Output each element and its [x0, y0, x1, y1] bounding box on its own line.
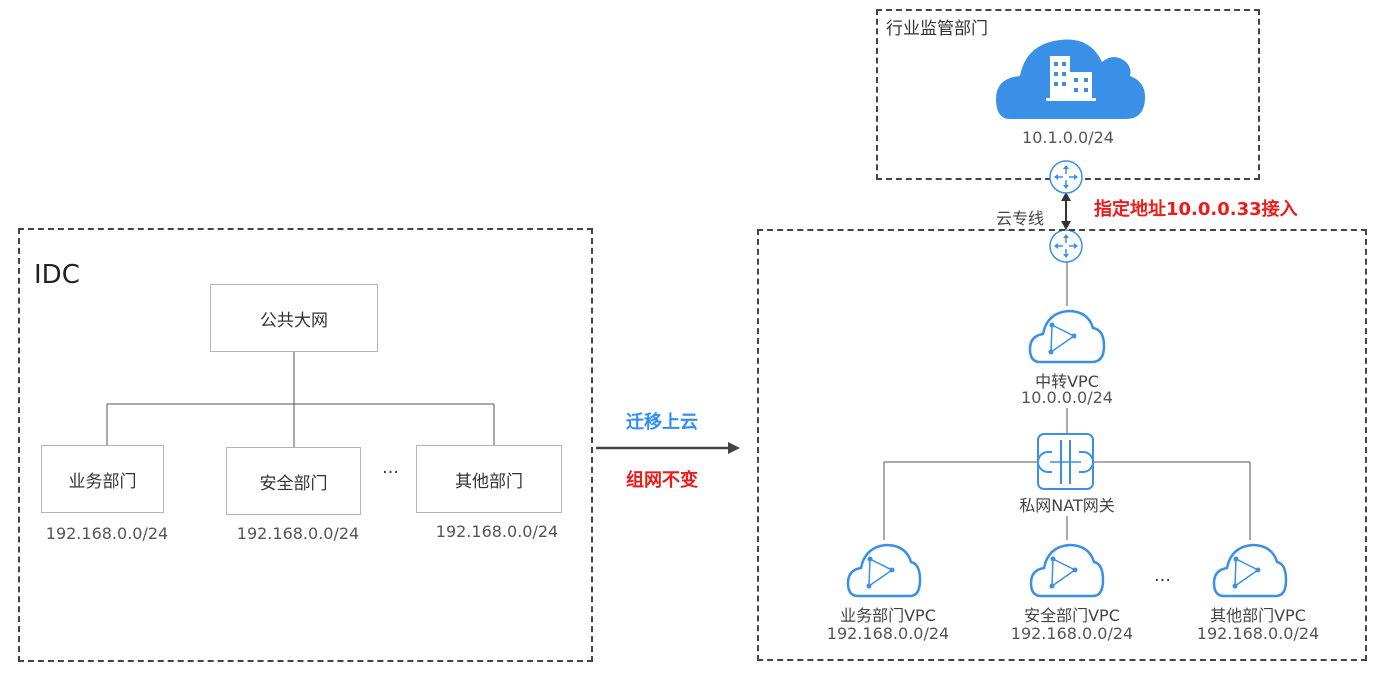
dedicated-line-label: 云专线 — [996, 209, 1045, 228]
idc-dept-node-2: 安全部门 — [226, 447, 361, 515]
dedicated-line-note: 指定地址10.0.0.33接入 — [1094, 199, 1298, 220]
idc-ellipsis: … — [382, 458, 399, 478]
idc-dept-label: 业务部门 — [68, 471, 137, 492]
internet-node-label: 公共大网 — [260, 310, 328, 331]
dept-vpc-cidr: 192.168.0.0/24 — [1010, 624, 1134, 643]
idc-dept-cidr: 192.168.0.0/24 — [435, 522, 559, 541]
idc-dept-cidr: 192.168.0.0/24 — [45, 524, 169, 543]
dept-vpc-cidr: 192.168.0.0/24 — [1196, 624, 1320, 643]
idc-dept-node-3: 其他部门 — [416, 445, 562, 513]
nat-gateway-label: 私网NAT网关 — [1019, 496, 1115, 515]
migration-bottom-label: 组网不变 — [626, 470, 698, 491]
regulator-cidr: 10.1.0.0/24 — [1022, 128, 1114, 147]
migration-top-label: 迁移上云 — [626, 412, 698, 433]
dept-vpc-name: 其他部门VPC — [1210, 606, 1306, 625]
transit-vpc-name: 中转VPC — [1035, 372, 1099, 391]
idc-region — [18, 228, 593, 662]
transit-vpc-cidr: 10.0.0.0/24 — [1021, 388, 1113, 407]
idc-title: IDC — [34, 260, 80, 290]
cloud-region — [757, 229, 1367, 661]
migration-arrow-head — [728, 442, 740, 454]
dept-vpc-cidr: 192.168.0.0/24 — [826, 624, 950, 643]
idc-dept-node-1: 业务部门 — [41, 445, 164, 513]
regulator-title: 行业监管部门 — [886, 19, 988, 39]
dedicated-line-arrow-down — [1061, 221, 1071, 230]
idc-dept-cidr: 192.168.0.0/24 — [236, 524, 360, 543]
dept-vpc-name: 业务部门VPC — [840, 606, 936, 625]
dedicated-line-arrow-up — [1061, 192, 1071, 201]
internet-node: 公共大网 — [210, 284, 378, 352]
cloud-vpc-ellipsis: … — [1154, 566, 1171, 586]
idc-dept-label: 其他部门 — [455, 471, 523, 492]
dept-vpc-name: 安全部门VPC — [1024, 606, 1120, 625]
idc-dept-label: 安全部门 — [259, 473, 328, 494]
